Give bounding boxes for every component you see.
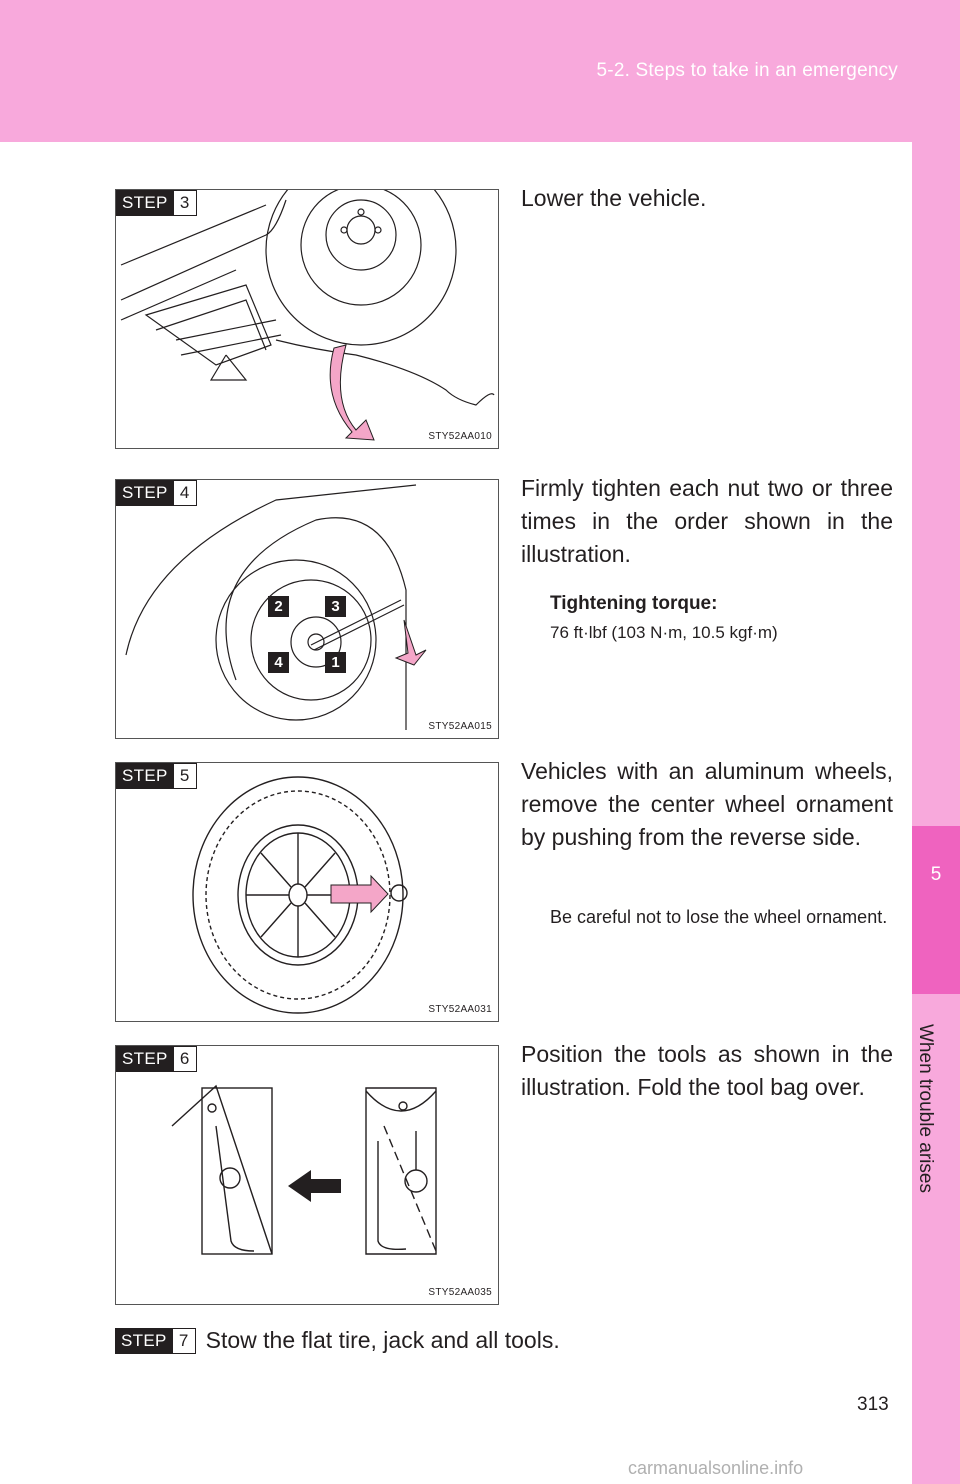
figure-code: STY52AA010 [428,431,492,442]
nut-order-marker: 2 [268,596,289,617]
wheel-nut-order-drawing [125,484,427,730]
nut-order-marker: 4 [268,652,289,673]
tool-bag-drawing [171,1084,437,1255]
step-6-text: Position the tools as shown in the illus… [521,1041,893,1100]
chapter-number: 5 [930,864,942,885]
step-5-note: Be careful not to lose the wheel ornamen… [550,907,888,927]
step-5-text: Vehicles with an aluminum wheels, remove… [521,758,893,850]
page-number: 313 [857,1394,889,1415]
step-7-text: Stow the flat tire, jack and all tools. [205,1327,560,1353]
torque-value: 76 ft·lbf (103 N·m, 10.5 kgf·m) [550,623,778,642]
page-header: 5-2. Steps to take in an emergency [0,0,960,142]
jack-lowering-drawing [120,190,495,441]
chapter-title: When trouble arises [915,1024,936,1193]
figure-code: STY52AA035 [428,1287,492,1298]
step-4-text: Firmly tighten each nut two or three tim… [521,475,893,567]
nut-order-marker: 1 [325,652,346,673]
watermark: carmanualsonline.info [628,1458,804,1478]
section-title: 5-2. Steps to take in an emergency [596,60,898,81]
active-chapter-tab [912,826,960,994]
chapter-side-tab [912,142,960,1484]
nut-order-marker: 3 [325,596,346,617]
figure-code: STY52AA015 [428,721,492,732]
figure-code: STY52AA031 [428,1004,492,1015]
torque-label: Tightening torque: [550,593,718,614]
wheel-ornament-drawing [192,776,408,1014]
step-3-text: Lower the vehicle. [521,185,707,211]
